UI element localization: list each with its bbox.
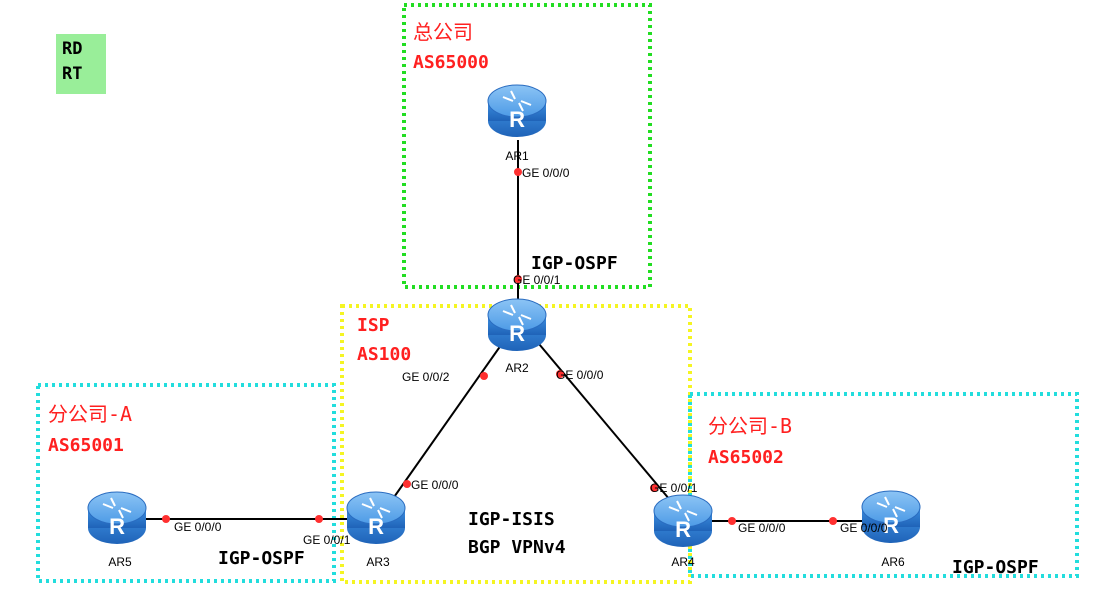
port-dot (315, 515, 323, 523)
router-label-ar3: AR3 (366, 555, 390, 569)
port-dot (556, 370, 564, 378)
router-label-ar4: AR4 (671, 555, 695, 569)
rd-rt-legend: RD RT (56, 34, 106, 94)
port-label-ar2-ge002: GE 0/0/2 (402, 370, 450, 384)
port-dot (162, 515, 170, 523)
zone-as-isp: AS100 (357, 344, 411, 365)
port-dot (728, 517, 736, 525)
port-label-ar6-ge000: GE 0/0/0 (840, 521, 888, 535)
router-label-ar5: AR5 (108, 555, 132, 569)
port-label-ar1-ge000: GE 0/0/0 (522, 166, 570, 180)
zone-box-branch-a (36, 383, 336, 583)
zone-igp-isp: IGP-ISIS (468, 509, 555, 530)
port-dot (514, 168, 522, 176)
router-ar2[interactable]: R (487, 298, 547, 351)
router-ar4[interactable]: R (653, 494, 713, 547)
port-label-ar3-ge000: GE 0/0/0 (411, 478, 459, 492)
port-dot (403, 480, 411, 488)
port-label-ar4-ge000: GE 0/0/0 (738, 521, 786, 535)
port-dot (650, 484, 658, 492)
port-label-ar2-ge001: GE 0/0/1 (513, 273, 561, 287)
zone-name-branch-a: 分公司-A (48, 402, 132, 426)
router-label-ar6: AR6 (881, 555, 905, 569)
svg-text:R: R (109, 514, 125, 539)
port-dot (480, 372, 488, 380)
link-ar2-ar4 (533, 337, 671, 501)
svg-text:R: R (368, 514, 384, 539)
port-label-ar2-ge000: GE 0/0/0 (556, 368, 604, 382)
zone-as-hq: AS65000 (413, 52, 489, 73)
zone-name-branch-b: 分公司-B (708, 414, 792, 438)
port-dot (829, 517, 837, 525)
svg-text:R: R (509, 321, 525, 346)
router-label-ar2: AR2 (505, 361, 529, 375)
zone-box-branch-b (688, 392, 1079, 578)
port-label-ar3-ge001: GE 0/0/1 (303, 533, 351, 547)
zone-bgp-isp: BGP VPNv4 (468, 537, 566, 558)
zone-igp-hq: IGP-OSPF (531, 253, 618, 274)
zone-igp-branch-b: IGP-OSPF (952, 557, 1039, 578)
port-label-ar5-ge000: GE 0/0/0 (174, 520, 222, 534)
zone-name-hq: 总公司 (413, 20, 473, 44)
zone-as-branch-b: AS65002 (708, 447, 784, 468)
svg-text:R: R (883, 513, 899, 538)
zone-igp-branch-a: IGP-OSPF (218, 548, 305, 569)
port-label-ar4-ge001: GE 0/0/1 (650, 481, 698, 495)
legend-rt: RT (62, 64, 83, 84)
zone-as-branch-a: AS65001 (48, 435, 124, 456)
router-ar6[interactable]: R (861, 490, 921, 543)
router-label-ar1: AR1 (505, 149, 529, 163)
svg-text:R: R (509, 107, 525, 132)
router-ar3[interactable]: R (346, 491, 406, 544)
port-dot (514, 275, 522, 283)
zone-name-isp: ISP (357, 315, 390, 336)
router-ar5[interactable]: R (87, 491, 147, 544)
link-ar2-ar3 (391, 337, 507, 501)
svg-text:R: R (675, 517, 691, 542)
zone-box-hq (402, 3, 652, 289)
legend-rd: RD (62, 39, 83, 59)
router-ar1[interactable]: R (487, 84, 547, 137)
